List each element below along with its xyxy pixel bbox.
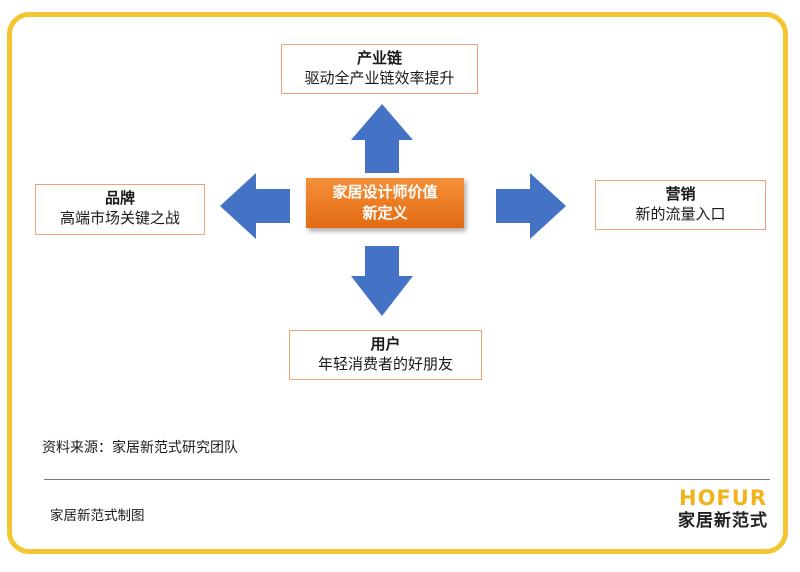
brand-logo: HOFUR 家居新范式 [668,487,778,533]
divider [44,479,770,480]
logo-zh: 家居新范式 [678,511,768,531]
node-right-subtitle: 新的流量入口 [635,205,726,223]
arrow-down [351,246,413,316]
arrow-left [220,173,290,239]
node-top-title: 产业链 [356,49,402,67]
node-left: 品牌 高端市场关键之战 [35,184,205,235]
node-right: 营销 新的流量入口 [595,180,766,230]
node-left-title: 品牌 [104,189,135,207]
node-top: 产业链 驱动全产业链效率提升 [281,44,478,94]
node-bottom: 用户 年轻消费者的好朋友 [289,330,482,380]
center-line-2: 新定义 [362,204,408,222]
source-note: 资料来源：家居新范式研究团队 [42,440,238,456]
node-top-subtitle: 驱动全产业链效率提升 [304,69,455,87]
node-right-title: 营销 [665,185,696,203]
center-line-1: 家居设计师价值 [332,183,438,201]
credit-note: 家居新范式制图 [50,508,145,524]
node-bottom-title: 用户 [370,335,401,353]
arrow-up [351,104,413,173]
logo-en: HOFUR [679,486,767,510]
arrow-right [496,173,566,239]
node-left-subtitle: 高端市场关键之战 [59,209,180,227]
node-bottom-subtitle: 年轻消费者的好朋友 [317,355,453,373]
center-node: 家居设计师价值 新定义 [306,178,464,228]
outer-frame [7,12,788,554]
